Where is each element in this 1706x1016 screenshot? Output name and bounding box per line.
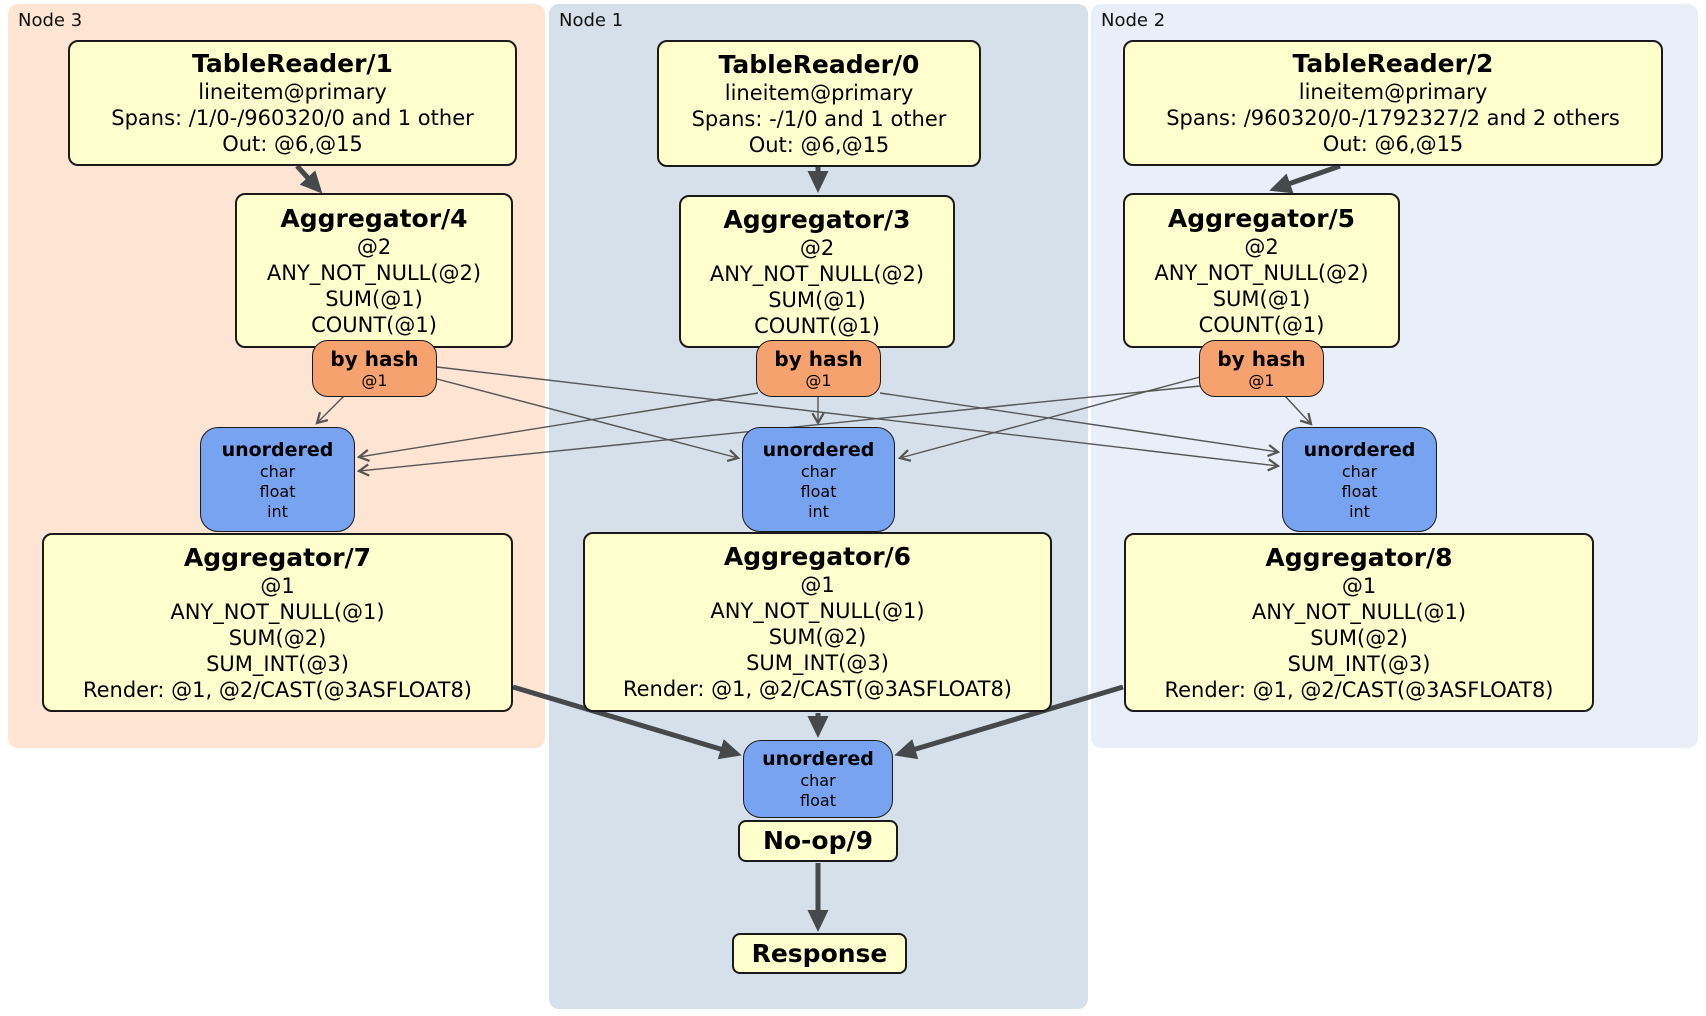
router-detail: @1 bbox=[805, 371, 832, 390]
processor-detail: ANY_NOT_NULL(@1) bbox=[170, 599, 385, 624]
processor-detail: COUNT(@1) bbox=[1198, 312, 1325, 337]
processor-aggregator-6: Aggregator/6 @1 ANY_NOT_NULL(@1) SUM(@2)… bbox=[583, 532, 1052, 712]
sync-type: float bbox=[800, 481, 837, 501]
processor-detail: COUNT(@1) bbox=[311, 312, 437, 337]
router-detail: @1 bbox=[361, 371, 388, 390]
processor-detail: SUM_INT(@3) bbox=[1287, 651, 1431, 676]
processor-detail: SUM_INT(@3) bbox=[746, 651, 889, 675]
sync-type: char bbox=[800, 771, 836, 790]
processor-aggregator-5: Aggregator/5 @2 ANY_NOT_NULL(@2) SUM(@1)… bbox=[1123, 193, 1400, 348]
router-by-hash-node3: by hash @1 bbox=[312, 340, 437, 397]
sync-type: float bbox=[1341, 481, 1378, 501]
processor-aggregator-4: Aggregator/4 @2 ANY_NOT_NULL(@2) SUM(@1)… bbox=[235, 193, 513, 348]
router-title: by hash bbox=[1217, 347, 1306, 371]
sync-type: char bbox=[800, 461, 837, 481]
processor-detail: Out: @6,@15 bbox=[222, 132, 363, 156]
processor-title: Aggregator/3 bbox=[723, 204, 911, 234]
processor-detail: SUM(@1) bbox=[768, 287, 866, 312]
processor-detail: SUM(@1) bbox=[325, 286, 423, 311]
processor-title: TableReader/2 bbox=[1292, 49, 1494, 78]
processor-detail: @1 bbox=[1341, 573, 1377, 598]
router-by-hash-node2: by hash @1 bbox=[1199, 340, 1324, 397]
processor-aggregator-7: Aggregator/7 @1 ANY_NOT_NULL(@1) SUM(@2)… bbox=[42, 533, 513, 712]
processor-detail: ANY_NOT_NULL(@2) bbox=[1154, 260, 1369, 285]
processor-title: TableReader/0 bbox=[718, 49, 920, 79]
processor-detail: SUM(@2) bbox=[228, 625, 327, 650]
sync-type: char bbox=[259, 461, 296, 481]
processor-aggregator-8: Aggregator/8 @1 ANY_NOT_NULL(@1) SUM(@2)… bbox=[1124, 533, 1594, 712]
sync-unordered-merge: unordered char float bbox=[743, 740, 893, 818]
processor-detail: Out: @6,@15 bbox=[748, 132, 890, 157]
processor-title: Aggregator/4 bbox=[280, 203, 468, 233]
processor-title: Aggregator/5 bbox=[1167, 203, 1356, 233]
processor-detail: SUM_INT(@3) bbox=[206, 651, 349, 676]
processor-detail: ANY_NOT_NULL(@1) bbox=[1251, 599, 1467, 624]
processor-detail: Render: @1, @2/CAST(@3ASFLOAT8) bbox=[82, 677, 473, 702]
processor-detail: Spans: /960320/0-/1792327/2 and 2 others bbox=[1166, 106, 1620, 130]
processor-detail: @1 bbox=[800, 573, 835, 597]
processor-tablereader-2: TableReader/2 lineitem@primary Spans: /9… bbox=[1123, 40, 1663, 166]
processor-detail: @2 bbox=[1244, 234, 1279, 259]
processor-detail: Out: @6,@15 bbox=[1322, 132, 1464, 156]
region-label-node-2: Node 2 bbox=[1101, 10, 1166, 31]
processor-detail: ANY_NOT_NULL(@1) bbox=[710, 599, 925, 623]
router-by-hash-node1: by hash @1 bbox=[756, 340, 881, 397]
sync-type: float bbox=[800, 791, 836, 810]
processor-detail: @2 bbox=[356, 234, 392, 259]
processor-detail: @1 bbox=[260, 573, 295, 598]
region-label-node-1: Node 1 bbox=[559, 10, 624, 31]
processor-title: Response bbox=[751, 938, 888, 968]
sync-unordered-node3: unordered char float int bbox=[200, 427, 355, 532]
region-label-node-3: Node 3 bbox=[18, 10, 83, 31]
processor-detail: Render: @1, @2/CAST(@3ASFLOAT8) bbox=[1164, 677, 1554, 702]
sync-title: unordered bbox=[762, 748, 874, 770]
processor-detail: lineitem@primary bbox=[1298, 80, 1488, 104]
processor-title: TableReader/1 bbox=[192, 49, 393, 78]
sync-title: unordered bbox=[221, 438, 334, 461]
processor-title: Aggregator/6 bbox=[723, 542, 912, 571]
processor-title: Aggregator/8 bbox=[1265, 542, 1453, 572]
processor-response: Response bbox=[732, 933, 907, 974]
processor-detail: SUM(@2) bbox=[1310, 625, 1408, 650]
sync-title: unordered bbox=[1303, 438, 1416, 461]
sync-type: int bbox=[267, 501, 288, 521]
sync-type: int bbox=[808, 501, 829, 521]
processor-title: Aggregator/7 bbox=[183, 542, 372, 572]
sync-type: int bbox=[1349, 501, 1370, 521]
processor-title: No-op/9 bbox=[762, 826, 874, 855]
sync-unordered-node1: unordered char float int bbox=[742, 427, 895, 532]
router-detail: @1 bbox=[1248, 371, 1275, 390]
processor-detail: Spans: /1/0-/960320/0 and 1 other bbox=[111, 106, 474, 130]
processor-detail: lineitem@primary bbox=[198, 80, 387, 104]
sync-type: float bbox=[259, 481, 296, 501]
processor-noop-9: No-op/9 bbox=[738, 820, 898, 862]
router-title: by hash bbox=[774, 347, 863, 371]
sync-type: char bbox=[1341, 461, 1378, 481]
processor-detail: Render: @1, @2/CAST(@3ASFLOAT8) bbox=[622, 677, 1013, 701]
processor-detail: @2 bbox=[799, 235, 835, 260]
processor-tablereader-1: TableReader/1 lineitem@primary Spans: /1… bbox=[68, 40, 517, 166]
sync-title: unordered bbox=[762, 438, 875, 461]
processor-detail: lineitem@primary bbox=[724, 80, 914, 105]
processor-detail: ANY_NOT_NULL(@2) bbox=[266, 260, 482, 285]
processor-detail: SUM(@1) bbox=[1212, 286, 1311, 311]
processor-detail: COUNT(@1) bbox=[754, 313, 880, 338]
processor-detail: Spans: -/1/0 and 1 other bbox=[691, 106, 947, 131]
router-title: by hash bbox=[330, 347, 419, 371]
processor-detail: ANY_NOT_NULL(@2) bbox=[709, 261, 925, 286]
processor-aggregator-3: Aggregator/3 @2 ANY_NOT_NULL(@2) SUM(@1)… bbox=[679, 195, 955, 348]
processor-detail: SUM(@2) bbox=[768, 625, 867, 649]
processor-tablereader-0: TableReader/0 lineitem@primary Spans: -/… bbox=[657, 40, 981, 167]
sync-unordered-node2: unordered char float int bbox=[1282, 427, 1437, 532]
